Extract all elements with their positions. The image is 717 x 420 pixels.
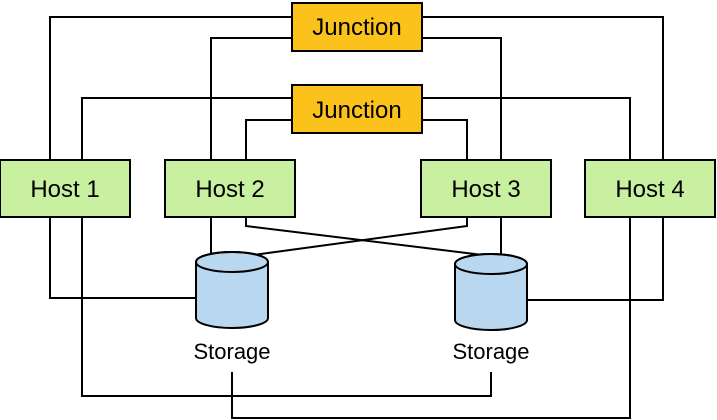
storage-2: Storage	[452, 253, 530, 364]
wire-host4-storage2	[520, 217, 664, 301]
storage-2-label: Storage	[452, 339, 529, 364]
storage-1-label: Storage	[193, 339, 270, 364]
wire-junction1-host1	[49, 16, 292, 160]
storage-2-top-rim	[454, 253, 528, 275]
host-4-label: Host 4	[615, 176, 684, 203]
storage-2-icon	[454, 253, 528, 331]
junction-2-box	[291, 84, 423, 134]
host-1-box	[0, 159, 131, 218]
junction-1-box	[291, 2, 423, 52]
host-2-label: Host 2	[195, 176, 264, 203]
junction-1-label: Junction	[312, 14, 401, 41]
junction-1: Junction	[291, 2, 423, 52]
storage-1-icon	[195, 251, 269, 329]
storage-1-top-rim	[195, 251, 269, 273]
host-3: Host 3	[420, 159, 552, 218]
wire-host1-bottom	[81, 217, 492, 397]
junction-2: Junction	[291, 84, 423, 134]
wire-host1-storage1	[49, 217, 195, 299]
wire-host2-storage2-cross	[245, 217, 492, 266]
host-2: Host 2	[164, 159, 296, 218]
wire-host4-bottom	[231, 217, 631, 419]
wire-junction2-host3	[422, 119, 468, 160]
host-3-label: Host 3	[451, 176, 520, 203]
host-1: Host 1	[0, 159, 131, 218]
storage-1: Storage	[193, 251, 271, 364]
host-1-label: Host 1	[30, 176, 99, 203]
host-2-box	[164, 159, 296, 218]
wire-junction1-host3	[422, 37, 502, 160]
connection-lines	[49, 16, 664, 419]
host-3-box	[420, 159, 552, 218]
wire-junction2-host1	[81, 97, 292, 160]
host-4: Host 4	[584, 159, 716, 218]
wire-junction1-host2	[210, 37, 292, 160]
wire-junction2-host4	[422, 97, 631, 160]
wire-junction1-host4	[422, 16, 664, 160]
host-4-box	[584, 159, 716, 218]
junction-2-label: Junction	[312, 97, 401, 124]
wire-junction2-host2	[245, 119, 292, 160]
